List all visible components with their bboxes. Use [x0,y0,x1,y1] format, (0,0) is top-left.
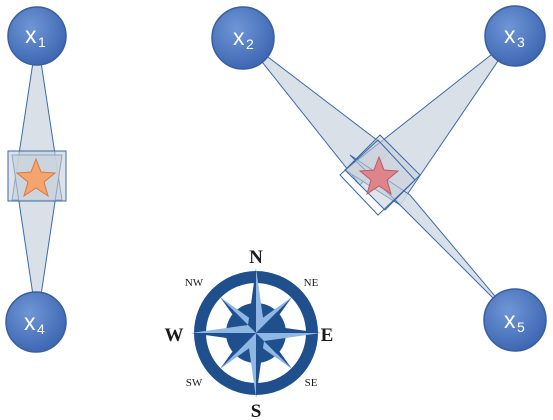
node-x2-sub: 2 [246,36,254,52]
compass-rose: N S E W NE NW SE SW [165,247,334,420]
intersection-box-right-2 [339,139,416,216]
node-x5-sub: 5 [517,319,525,335]
compass-label-s: S [251,401,262,420]
node-x5: x 5 [483,288,547,352]
node-x2: x 2 [211,6,275,70]
compass-label-n: N [249,247,263,268]
compass-label-ne: NE [304,277,319,289]
compass-label-w: W [165,325,184,346]
compass-label-sw: SW [186,377,203,389]
node-x3: x 3 [484,5,546,67]
node-x1: x 1 [7,6,67,66]
node-x4-sub: 4 [37,321,45,337]
node-x3-label: x [504,22,516,48]
node-x1-sub: 1 [38,34,46,50]
estimate-star-left [15,157,57,198]
compass-label-nw: NW [185,277,204,289]
estimate-star-right [358,155,400,196]
node-x3-sub: 3 [517,34,525,50]
compass-label-e: E [321,325,334,346]
node-x4: x 4 [5,291,67,353]
node-x5-label: x [504,307,516,333]
node-x2-label: x [233,24,245,50]
compass-cardinal-points [191,268,321,398]
node-x1-label: x [25,22,37,48]
node-x4-label: x [24,309,36,335]
compass-label-se: SE [305,377,318,389]
